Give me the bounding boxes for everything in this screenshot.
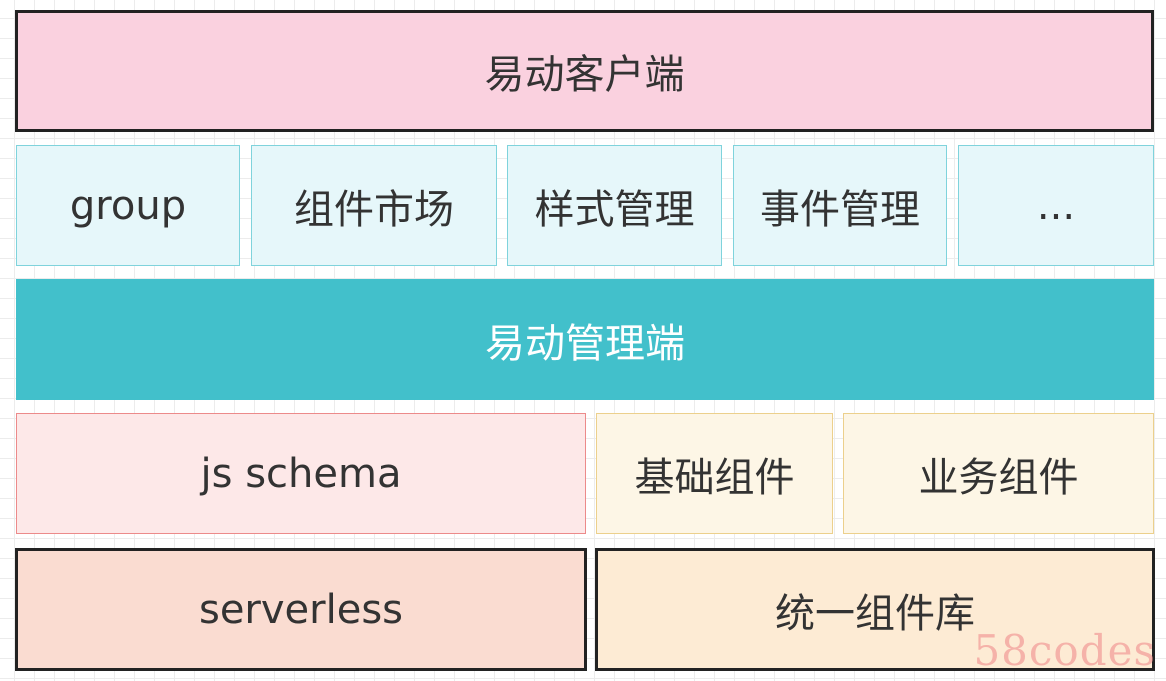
client-layer-box: 易动客户端	[15, 10, 1154, 132]
business-components-label: 业务组件	[918, 454, 1079, 501]
feature-label-group: group	[69, 182, 187, 229]
schema-box: js schema	[16, 413, 586, 534]
basic-components-label: 基础组件	[634, 454, 795, 501]
serverless-label: serverless	[198, 586, 404, 633]
basic-components-box: 基础组件	[596, 413, 833, 534]
feature-label-style-management: 样式管理	[534, 186, 695, 233]
admin-layer-label: 易动管理端	[485, 320, 685, 367]
component-library-box: 统一组件库	[595, 548, 1155, 671]
serverless-box: serverless	[15, 548, 587, 671]
feature-box-style-management: 样式管理	[507, 145, 722, 266]
feature-box-group: group	[16, 145, 240, 266]
feature-label-event-management: 事件管理	[760, 186, 920, 233]
client-layer-label: 易动客户端	[484, 52, 685, 98]
feature-box-event-management: 事件管理	[733, 145, 947, 266]
watermark: 58codes	[973, 625, 1156, 675]
schema-label: js schema	[200, 450, 402, 497]
feature-box-component-market: 组件市场	[251, 145, 497, 266]
feature-label-component-market: 组件市场	[294, 186, 454, 233]
feature-label-more: ...	[1036, 182, 1076, 229]
admin-layer-box: 易动管理端	[16, 279, 1154, 400]
business-components-box: 业务组件	[843, 413, 1154, 534]
feature-box-more: ...	[958, 145, 1154, 266]
component-library-label: 统一组件库	[775, 590, 975, 637]
